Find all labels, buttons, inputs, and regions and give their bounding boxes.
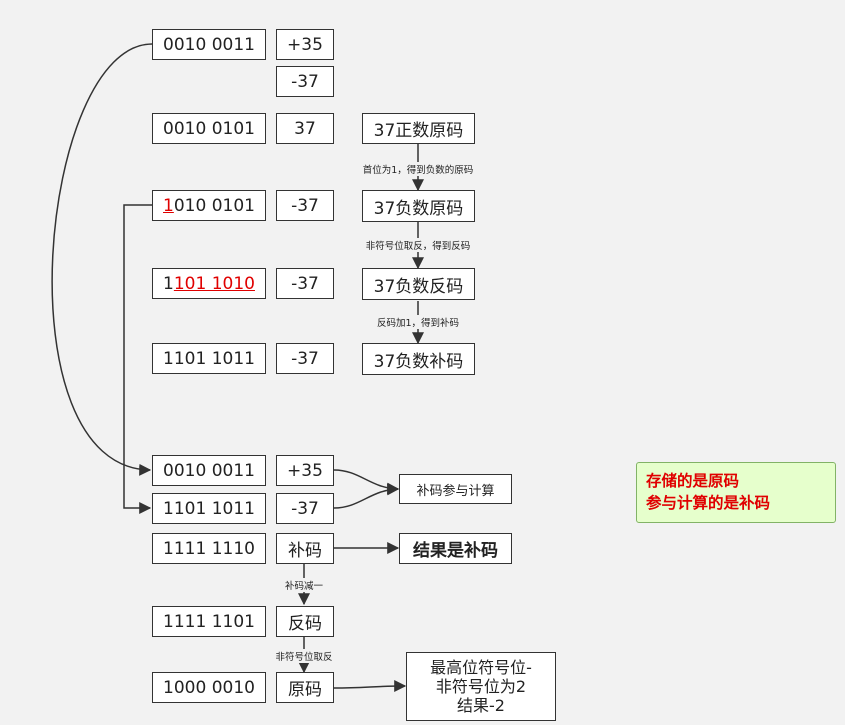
value-text: 37 [294, 118, 316, 139]
value-text: 补码 [288, 541, 322, 561]
description-text: 37正数原码 [373, 121, 464, 141]
binary-box: 0010 0101 [152, 113, 266, 144]
curve-connector [51, 43, 153, 476]
description-text: 37负数原码 [373, 198, 464, 219]
edge-label: 非符号位取反 [274, 649, 334, 663]
binary-text: 0010 0011 [163, 460, 255, 481]
edge-label: 补码减一 [283, 578, 325, 592]
binary-text: 1101 1011 [163, 498, 255, 519]
binary-text: 0010 0101 [163, 118, 255, 139]
value-box: 原码 [276, 672, 334, 703]
value-box: -37 [276, 343, 334, 374]
value-text: -37 [291, 195, 319, 216]
final-line: 最高位符号位- [430, 658, 532, 677]
value-box: 37 [276, 113, 334, 144]
inverted-bits-highlight: 101 1010 [173, 273, 255, 294]
description-box: 37正数原码 [362, 113, 475, 144]
final-result-box: 最高位符号位- 非符号位为2 结果-2 [406, 652, 556, 721]
note-line: 存储的是原码 [646, 472, 740, 490]
binary-text: 010 0101 [173, 195, 255, 216]
final-line: 结果-2 [457, 696, 505, 715]
value-box: +35 [276, 455, 334, 486]
storage-note: 存储的是原码 参与计算的是补码 [636, 462, 836, 523]
value-box: 补码 [276, 533, 334, 564]
binary-box: 1111 1101 [152, 606, 266, 637]
value-text: -37 [291, 273, 319, 294]
calc-text: 补码参与计算 [416, 483, 495, 499]
edge-label: 反码加1，得到补码 [375, 315, 461, 329]
description-box: 37负数补码 [362, 343, 475, 375]
value-text: 原码 [288, 680, 322, 700]
value-text: -37 [291, 71, 319, 92]
arrow-plus35 [333, 469, 400, 495]
binary-box: 1111 1110 [152, 533, 266, 564]
edge-label: 首位为1，得到负数的原码 [361, 162, 475, 176]
value-box: -37 [276, 493, 334, 524]
value-text: +35 [287, 460, 323, 481]
binary-text: 1101 1011 [163, 348, 255, 369]
result-complement-box: 结果是补码 [399, 533, 512, 564]
edge-label: 非符号位取反，得到反码 [364, 238, 472, 252]
sign-bit: 1 [163, 273, 174, 294]
binary-box: 0010 0011 [152, 455, 266, 486]
description-box: 37负数反码 [362, 268, 475, 300]
binary-text: 1000 0010 [163, 677, 255, 698]
value-box: -37 [276, 66, 334, 97]
arrow-final [333, 680, 407, 693]
binary-text: 1111 1101 [163, 611, 255, 632]
sign-bit-highlight: 1 [163, 195, 174, 216]
value-box: -37 [276, 190, 334, 221]
value-box: 反码 [276, 606, 334, 637]
result-text: 结果是补码 [413, 541, 498, 561]
binary-box: 1101 1011 [152, 493, 266, 524]
arrow-minus37 [333, 483, 400, 509]
description-text: 37负数补码 [373, 351, 464, 372]
value-text: -37 [291, 348, 319, 369]
calc-box: 补码参与计算 [399, 474, 512, 504]
binary-box: 0010 0011 [152, 29, 266, 60]
value-text: +35 [287, 34, 323, 55]
value-text: 反码 [288, 614, 322, 634]
value-box: -37 [276, 268, 334, 299]
value-text: -37 [291, 498, 319, 519]
value-box: +35 [276, 29, 334, 60]
elbow-connector [123, 204, 152, 514]
binary-box: 1101 1011 [152, 343, 266, 374]
final-line: 非符号位为2 [435, 677, 527, 696]
description-box: 37负数原码 [362, 190, 475, 222]
binary-text: 0010 0011 [163, 34, 255, 55]
note-line: 参与计算的是补码 [646, 494, 771, 512]
description-text: 37负数反码 [373, 276, 464, 297]
binary-text: 1111 1110 [163, 538, 255, 559]
binary-box: 1000 0010 [152, 672, 266, 703]
